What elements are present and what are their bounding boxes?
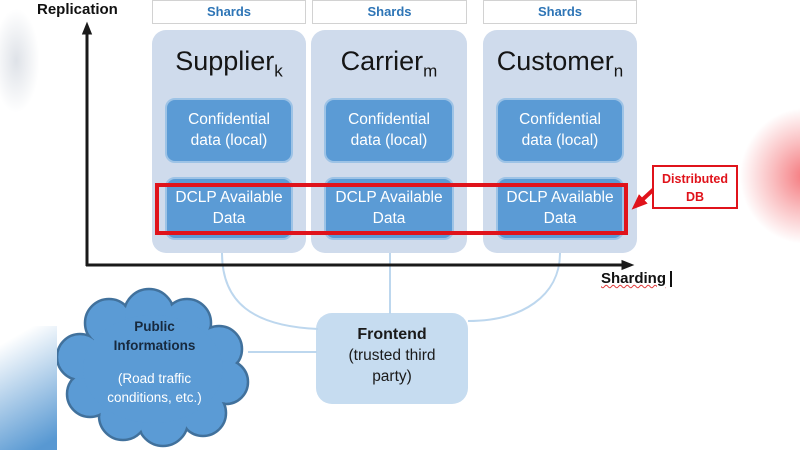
shards-header-supplier: Shards: [152, 0, 306, 24]
column-title-carrier: Carrierm: [340, 46, 438, 81]
dclp-available-data-box-carrier: DCLP Available Data: [324, 177, 454, 240]
confidential-data-box-carrier: Confidential data (local): [324, 98, 454, 163]
shards-label: Shards: [537, 4, 583, 19]
dclp-available-data-box-supplier: DCLP Available Data: [165, 177, 293, 240]
frontend-title: Frontend: [357, 326, 427, 343]
distributed-db-callout: Distributed DB: [652, 165, 738, 209]
shards-header-carrier: Shards: [312, 0, 467, 24]
column-title-supplier: Supplierk: [175, 46, 283, 81]
column-supplier: Supplierk Confidential data (local) DCLP…: [152, 30, 306, 253]
cloud-text: Public Informations (Road traffic condit…: [57, 317, 252, 407]
text-cursor: [670, 271, 672, 287]
cloud-detail-label: (Road traffic conditions, etc.): [107, 371, 202, 405]
shards-label: Shards: [206, 4, 252, 19]
connector-customer-frontend: [467, 252, 561, 322]
column-carrier: Carrierm Confidential data (local) DCLP …: [311, 30, 467, 253]
dclp-available-data-box-customer: DCLP Available Data: [496, 177, 624, 240]
cloud-public-label: Public Informations: [113, 319, 196, 353]
sharding-axis-label: Sharding: [601, 270, 667, 287]
red-glow-effect: [740, 108, 800, 244]
column-customer: Customern Confidential data (local) DCLP…: [483, 30, 637, 253]
connector-supplier-frontend: [221, 252, 319, 330]
shards-label: Shards: [367, 4, 412, 19]
subscript: k: [274, 61, 283, 81]
distributed-db-arrow: [631, 187, 656, 210]
frontend-box: Frontend (trusted third party): [316, 313, 468, 404]
blue-glow-effect: [0, 326, 57, 450]
public-informations-cloud: [57, 287, 250, 448]
frontend-subtitle: (trusted third party): [348, 346, 436, 385]
confidential-data-box-customer: Confidential data (local): [496, 98, 624, 163]
distributed-db-label: Distributed DB: [662, 172, 728, 204]
distributed-db-highlight-rect: [155, 183, 628, 235]
shards-header-customer: Shards: [483, 0, 637, 24]
subscript: n: [613, 61, 624, 81]
replication-axis-label: Replication: [37, 1, 118, 18]
gray-glow-effect: [0, 0, 54, 160]
confidential-data-box-supplier: Confidential data (local): [165, 98, 293, 163]
subscript: m: [423, 61, 438, 81]
column-title-customer: Customern: [496, 46, 624, 81]
